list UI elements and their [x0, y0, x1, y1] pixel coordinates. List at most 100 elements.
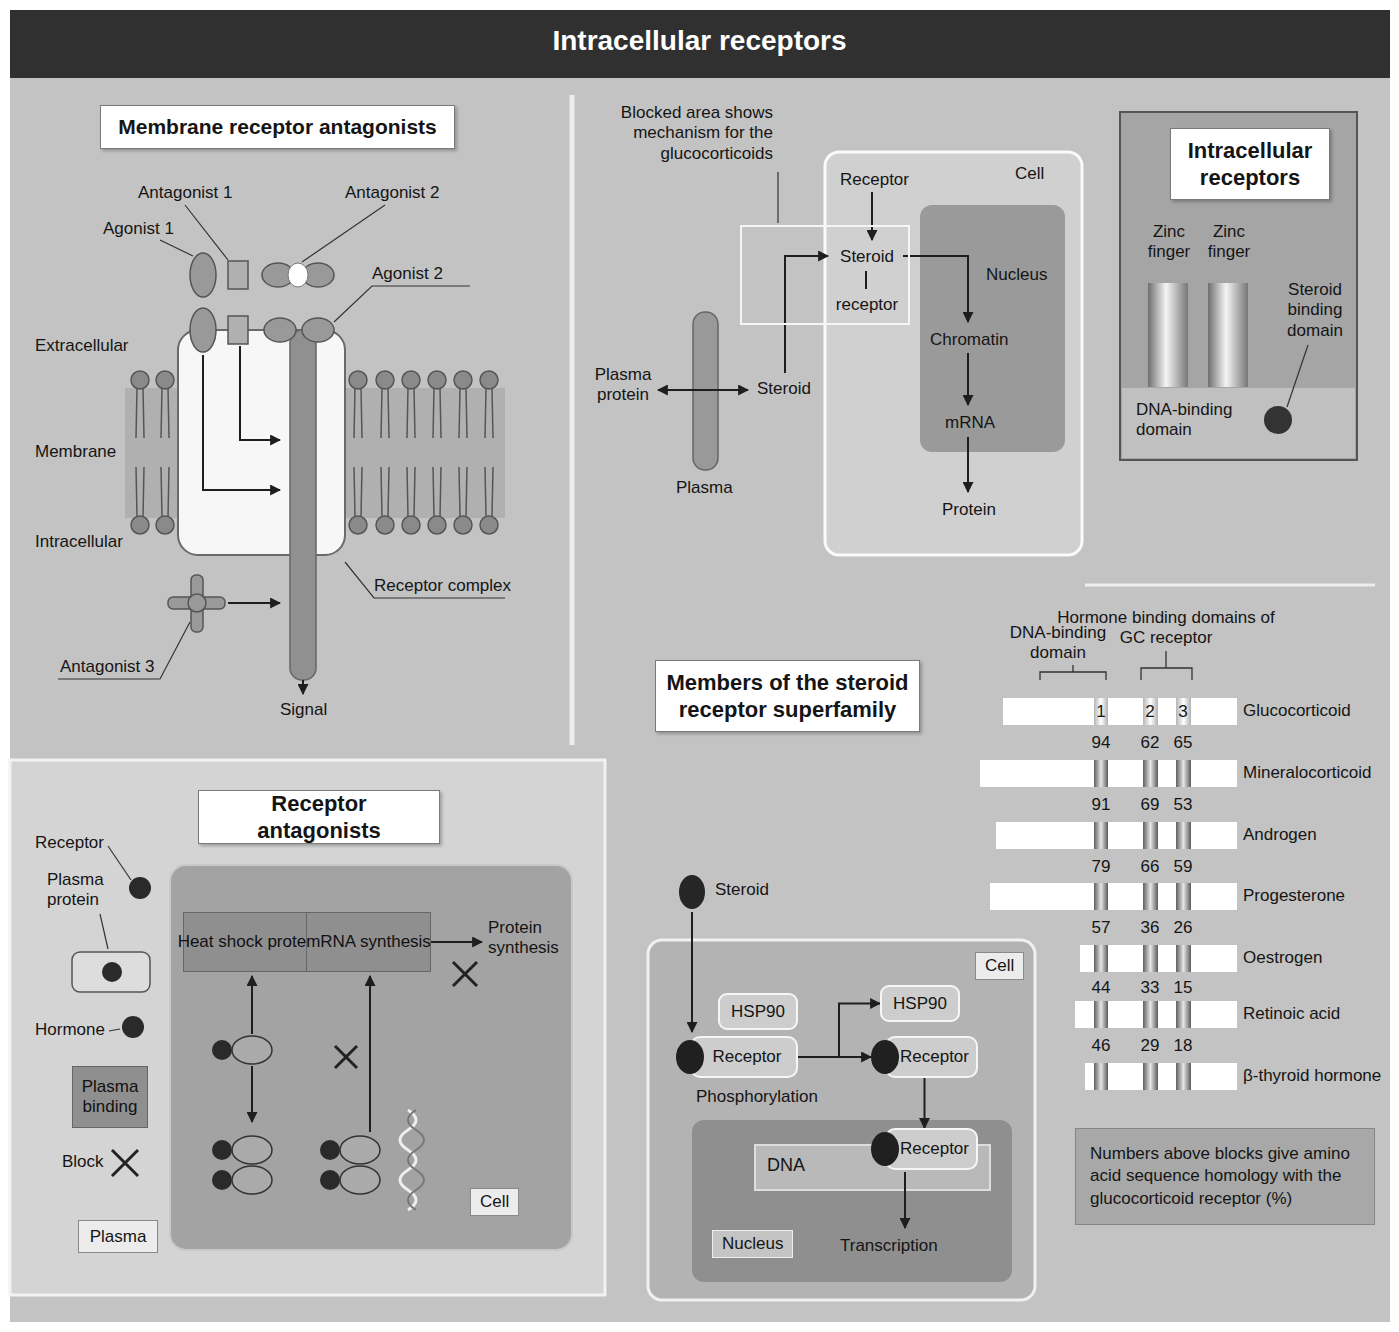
drawing-use: [376, 371, 394, 438]
text-label: Androgen: [1243, 825, 1317, 845]
block-cross: [453, 962, 477, 986]
text-label: 62: [1135, 733, 1165, 753]
text-label: Steroid: [715, 880, 769, 900]
flow-arrow: [967, 353, 969, 405]
node-text: Numbers above blocks give amino acid seq…: [1090, 1143, 1360, 1209]
text-label: Intracellular: [35, 532, 123, 552]
text-label: Zinc finger: [1203, 222, 1255, 263]
drawing-rect: [1143, 1063, 1158, 1090]
antagonist-1-bound: [228, 316, 248, 344]
text-label: Glucocorticoid: [1243, 701, 1351, 721]
node-text: mRNA synthesis: [306, 932, 431, 952]
drawing-ellipse: [340, 1136, 380, 1164]
cell-shape: [170, 865, 572, 1250]
receptor-box: Receptor: [676, 1036, 798, 1078]
antagonist-2: [288, 263, 308, 287]
flow-arrow: [251, 976, 253, 1034]
drawing-rect: [1143, 822, 1158, 849]
binding-dot: [1264, 406, 1292, 434]
drawing-rect: [1085, 1063, 1237, 1090]
flow-connector: [798, 1004, 880, 1058]
text-label: 65: [1168, 733, 1198, 753]
text-label: Zinc finger: [1143, 222, 1195, 263]
structure-panel: [1120, 112, 1357, 460]
flow-arrow: [240, 346, 280, 440]
bracket: [1040, 665, 1106, 680]
text-label: 18: [1168, 1036, 1198, 1056]
steroid-dot: [676, 1040, 704, 1074]
node-text: Intracellular receptors: [1181, 137, 1319, 192]
drawing-ellipse: [232, 1136, 272, 1164]
node-text: Receptor antagonists: [209, 790, 429, 845]
leader-line: [777, 172, 778, 223]
drawing-use: [156, 371, 174, 438]
text-label: 26: [1168, 918, 1198, 938]
drawing-rect: [1094, 760, 1108, 787]
text-label: Chromatin: [930, 330, 1008, 350]
text-label: Hormone binding domains of GC receptor: [1055, 608, 1277, 649]
leader-line: [1287, 345, 1308, 407]
flow-arrow: [904, 1172, 906, 1228]
page-title: Intracellular receptors: [0, 25, 1399, 57]
drawing-rect: [1176, 760, 1191, 787]
drawing-use: [349, 371, 367, 438]
node-text: Nucleus: [712, 1230, 793, 1258]
text-label: Antagonist 3: [60, 657, 155, 677]
heading-box: Members of the steroid receptor superfam…: [655, 660, 920, 732]
process-box: mRNA synthesis: [306, 912, 431, 972]
leader-lines: [58, 205, 505, 679]
receptor-dimer: [212, 1136, 272, 1194]
text-label: Hormone: [35, 1020, 105, 1040]
leader-line: [109, 1029, 120, 1031]
page-ground: [10, 10, 1390, 1322]
node-text: Plasma binding: [78, 1077, 142, 1118]
text-label: mRNA: [945, 413, 995, 433]
bracket: [1141, 651, 1192, 680]
text-label: Oestrogen: [1243, 948, 1322, 968]
drawing-rect: [1143, 1001, 1158, 1028]
drawing-use: [428, 371, 446, 438]
text-label: 46: [1086, 1036, 1116, 1056]
drawing-polyline: [58, 622, 190, 679]
drawing-circle: [188, 594, 206, 612]
text-label: 79: [1086, 857, 1116, 877]
text-label: Plasma protein: [47, 870, 119, 911]
text-label: 94: [1086, 733, 1116, 753]
drawing-rect: [1094, 1001, 1108, 1028]
bound-hormone: [102, 962, 122, 982]
text-label: 53: [1168, 795, 1198, 815]
drawing-use: [480, 371, 498, 438]
drawing-line: [160, 240, 193, 256]
note-box: Numbers above blocks give amino acid seq…: [1075, 1128, 1375, 1225]
text-label: Protein: [942, 500, 996, 520]
text-label: 1: [1091, 702, 1111, 722]
node-text: Membrane receptor antagonists: [118, 114, 437, 140]
drawing-circle: [212, 1040, 232, 1060]
cell-outline: [825, 152, 1082, 555]
protein-box: HSP90: [880, 985, 960, 1022]
drawing-rect: [1080, 945, 1237, 972]
text-label: Antagonist 2: [345, 183, 440, 203]
node-text: DNA: [767, 1155, 805, 1176]
node-text: Steroid receptor: [828, 233, 906, 329]
receptor-dot: [129, 877, 151, 899]
flow-arrow: [251, 1066, 253, 1122]
text-label: Membrane: [35, 442, 116, 462]
node-text: Members of the steroid receptor superfam…: [666, 669, 909, 724]
text-label: Receptor complex: [374, 576, 511, 596]
receptor-molecule: [212, 1036, 272, 1064]
receptor-box: Receptor: [871, 1036, 978, 1078]
flow-connector: [798, 1056, 871, 1058]
cell-shape: [648, 940, 1035, 1300]
antagonist-panel: [10, 760, 605, 1295]
drawing-ellipse: [232, 1036, 272, 1064]
drawing-rect: [1094, 883, 1108, 910]
drawing-rect: [1176, 1001, 1191, 1028]
drawing-rect: [996, 822, 1237, 849]
text-label: 36: [1135, 918, 1165, 938]
steroid-molecule: [679, 875, 705, 909]
drawing-rect: [1094, 945, 1108, 972]
drawing-polyline: [334, 286, 470, 322]
text-label: Plasma: [676, 478, 733, 498]
flow-connector: [924, 1078, 926, 1128]
